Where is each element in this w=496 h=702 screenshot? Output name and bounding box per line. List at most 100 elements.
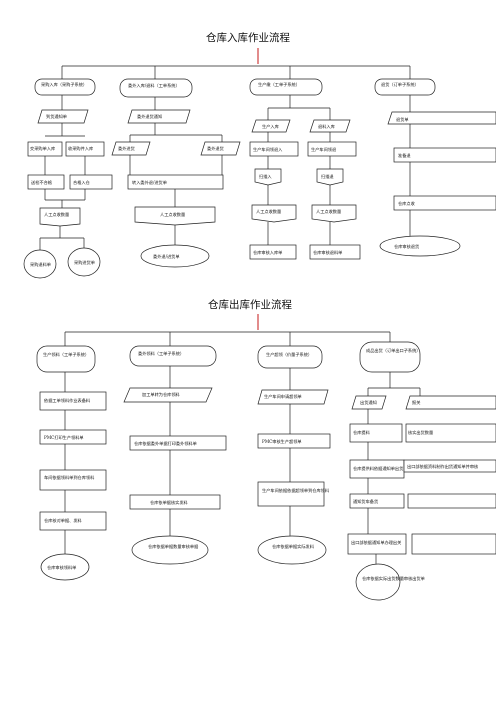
svg-text:生产车间申请超领单: 生产车间申请超领单	[264, 393, 302, 400]
inbound-node-scan-return: 扫描退	[316, 168, 344, 186]
svg-text:扫描入: 扫描入	[259, 173, 272, 180]
outbound-col-1-header: 生产领料（工单子系统）	[36, 345, 96, 373]
svg-text:PMC打印生产领料单: PMC打印生产领料单	[44, 434, 84, 441]
inbound-node-scan-in: 扫描入	[254, 168, 282, 186]
svg-text:委外退/进货单: 委外退/进货单	[153, 253, 180, 260]
svg-text:采购退料单: 采购退料单	[30, 261, 51, 268]
inbound-node-reject: 送检不合格	[27, 174, 65, 190]
outbound-chart: 仓库出库作业流程 生产领料（工单子系统） 委外领料（工单子系统） 生产超领（价量…	[36, 298, 496, 601]
inbound-node-receipt-doc: 采购进货单	[67, 247, 101, 277]
outbound-node-print-outsource: 仓库依据委外单据打印委外领料单	[129, 435, 227, 451]
svg-text:人工点收数量: 人工点收数量	[160, 211, 185, 218]
svg-text:仓库依单据核实发料: 仓库依单据核实发料	[150, 499, 189, 506]
inbound-node-submit-po: 交采购单入库	[27, 141, 63, 157]
inbound-node-outsource-notice: 委外退货通知	[127, 109, 191, 124]
svg-text:生产超领（价量子系统）: 生产超领（价量子系统）	[266, 351, 312, 358]
inbound-col-2-header: 委外入库/退料（工单系统）	[119, 78, 193, 98]
outbound-col-4-header: 成品出货（订单出口子系统）	[359, 341, 420, 373]
outbound-node-audit-ship: 仓库依据实际出货数量审核出货单	[355, 563, 425, 601]
svg-text:依据工单领料作业表备料: 依据工单领料作业表备料	[44, 397, 91, 404]
outbound-node-over-issue: 仓库依据单据实际发料	[257, 535, 327, 565]
svg-text:转入委外退/进货单: 转入委外退/进货单	[132, 179, 167, 186]
outbound-node-pmc-audit-over: PMC审核生产超领单	[257, 433, 331, 449]
svg-text:出货通知: 出货通知	[360, 399, 377, 406]
inbound-node-prod-in: 生产入库	[251, 119, 291, 133]
svg-text:送检不合格: 送检不合格	[31, 179, 53, 186]
svg-text:成品出货（订单出口子系统）: 成品出货（订单出口子系统）	[366, 347, 420, 354]
svg-text:退料入库: 退料入库	[318, 123, 335, 130]
outbound-node-truck: 通知货车备货	[349, 493, 405, 509]
inbound-node-receive-po: 收采购件入库	[65, 141, 105, 157]
svg-text:仓库依据单据实际发料: 仓库依据单据实际发料	[272, 543, 315, 550]
outbound-node-apply-over: 生产车间申请超领单	[257, 389, 329, 405]
inbound-node-outsource-convert: 转入委外退/进货单	[127, 174, 224, 190]
svg-text:仓库点收: 仓库点收	[398, 200, 416, 207]
svg-text:车间依据领料单到仓库领料: 车间依据领料单到仓库领料	[44, 474, 95, 481]
inbound-chart: 仓库入库作业流程 采购入库（采购子系统） 委外入库/退料（工单系统） 生产缴（工…	[23, 31, 496, 279]
outbound-node-clearance: 出口部依据通知单办理出关	[347, 533, 407, 555]
svg-text:委外进货: 委外进货	[118, 145, 135, 152]
outbound-node-ship-notice: 出货通知	[351, 395, 387, 410]
svg-text:仓库核对单据、发料: 仓库核对单据、发料	[44, 517, 83, 524]
inbound-node-prepare-return: 准备退	[393, 147, 496, 163]
outbound-col-2-header: 委外领料（工单子系统）	[129, 345, 217, 367]
outbound-node-workshop-pick: 车间依据领料单到仓库领料	[39, 469, 107, 491]
svg-text:仓库提供料依据通知单出货: 仓库提供料依据通知单出货	[353, 465, 403, 472]
outbound-node-audit-outsource: 仓库依据单据数量审核单据	[131, 535, 209, 565]
svg-text:生产领料（工单子系统）: 生产领料（工单子系统）	[43, 351, 89, 358]
inbound-node-outsource-in: 委外进货	[111, 141, 151, 156]
svg-text:退货单: 退货单	[396, 116, 409, 123]
svg-text:仓库审核领料单: 仓库审核领料单	[47, 564, 76, 571]
svg-text:扫描退: 扫描退	[321, 173, 334, 180]
svg-text:准备退: 准备退	[398, 152, 411, 159]
inbound-node-return-doc: 采购退料单	[23, 249, 57, 279]
outbound-title: 仓库出库作业流程	[208, 298, 292, 311]
outbound-node-verify-outsource: 仓库依单据核实发料	[129, 494, 221, 510]
svg-text:采购入库（采购子系统）: 采购入库（采购子系统）	[41, 81, 87, 88]
inbound-node-outsource-return: 委外退货	[200, 141, 241, 156]
inbound-node-return-order: 退货单	[387, 111, 496, 125]
svg-text:通知货车备货: 通知货车备货	[353, 498, 378, 505]
svg-text:退货（订单子系统）: 退货（订单子系统）	[381, 81, 419, 88]
svg-text:生产入库: 生产入库	[262, 123, 279, 130]
outbound-node-clipped	[407, 493, 496, 509]
svg-text:出口部依据通知单办理出关: 出口部依据通知单办理出关	[351, 539, 401, 546]
inbound-col-1-header: 采购入库（采购子系统）	[34, 78, 96, 96]
outbound-node-clipped-2	[411, 533, 496, 555]
svg-text:仓库审核退料单: 仓库审核退料单	[313, 249, 342, 256]
inbound-node-return-in: 退料入库	[309, 119, 351, 133]
outbound-node-customs: 报关	[405, 395, 496, 410]
inbound-node-count-2: 人工点收数量	[134, 206, 216, 226]
inbound-node-audit-return: 仓库审核退料单	[309, 244, 361, 260]
inbound-node-workshop-in: 生产车间领退入	[249, 141, 299, 157]
inbound-node-workshop-return: 生产车间领退	[307, 141, 357, 157]
svg-text:仓库审核入库单: 仓库审核入库单	[253, 249, 282, 256]
inbound-node-count-3: 人工点收数量	[251, 204, 297, 223]
svg-text:委外退货通知: 委外退货通知	[137, 113, 162, 120]
outbound-node-provide-goods: 仓库提供料依据通知单出货	[349, 459, 405, 479]
outbound-node-pick-goods: 仓库提料	[349, 423, 403, 443]
svg-text:人工点收数量: 人工点收数量	[44, 211, 69, 218]
svg-text:报关: 报关	[412, 399, 420, 406]
svg-text:加工单转为仓库领料: 加工单转为仓库领料	[142, 391, 181, 398]
inbound-node-audit-in: 仓库审核入库单	[249, 244, 297, 260]
svg-text:仓库依据单据数量审核单据: 仓库依据单据数量审核单据	[148, 543, 198, 550]
outbound-node-prepare: 依据工单领料作业表备料	[39, 391, 107, 411]
outbound-col-3-header: 生产超领（价量子系统）	[257, 345, 323, 369]
svg-text:委外入库/退料（工单系统）: 委外入库/退料（工单系统）	[128, 82, 180, 89]
outbound-node-convert: 加工单转为仓库领料	[123, 387, 213, 403]
svg-text:人工点收数量: 人工点收数量	[316, 208, 341, 215]
inbound-node-arrival-notice: 到货通知单	[37, 109, 89, 124]
svg-text:生产车间领退入: 生产车间领退入	[253, 146, 283, 153]
svg-text:收采购件入库: 收采购件入库	[68, 145, 93, 152]
inbound-node-return-audit: 仓库审核退货	[379, 235, 461, 257]
svg-text:委外领料（工单子系统）: 委外领料（工单子系统）	[138, 350, 184, 357]
svg-text:生产缴（工单子系统）: 生产缴（工单子系统）	[258, 81, 300, 88]
inbound-node-outsource-doc: 委外退/进货单	[140, 244, 210, 268]
outbound-node-verify-qty: 核实出货数量	[405, 423, 496, 443]
svg-text:交采购单入库: 交采购单入库	[30, 145, 55, 152]
svg-text:仓库依据实际出货数量审核出货单: 仓库依据实际出货数量审核出货单	[362, 575, 425, 582]
svg-text:人工点收数量: 人工点收数量	[256, 208, 281, 215]
inbound-node-count-4: 人工点收数量	[311, 204, 357, 223]
